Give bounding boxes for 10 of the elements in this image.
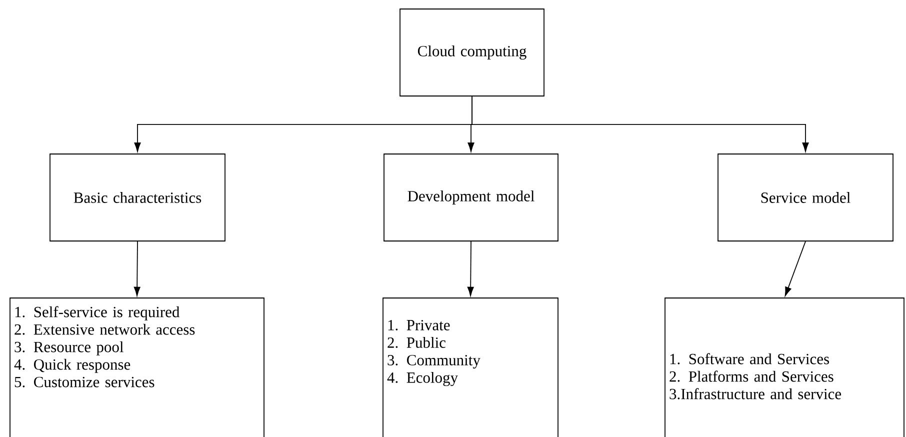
- list-box: 1. Self-service is required 2. Extensive network access 3. Resource pool 4. Quick response 5. Customize services: [10, 298, 264, 437]
- arrow: [134, 241, 140, 296]
- category-box: Development model: [384, 154, 558, 242]
- category-box: Cloud computing: [400, 8, 544, 96]
- list-box: 1. Software and Services 2. Platforms and Services 3.Infrastructure and service: [664, 298, 904, 437]
- arrow: [784, 241, 806, 296]
- category-box: Service model: [718, 154, 894, 242]
- arrow: [467, 241, 474, 296]
- list-box: 1. Private 2. Public 3. Community 4. Ecology: [382, 298, 558, 437]
- category-box: Basic characteristics: [50, 154, 226, 242]
